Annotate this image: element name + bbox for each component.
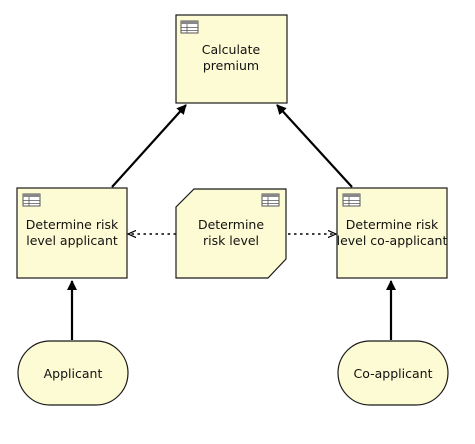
edge-risk-applicant-to-premium[interactable] — [111, 104, 187, 188]
decision-risk-level-applicant-label-line1: Determine risk — [26, 217, 119, 232]
decision-risk-level-co-applicant-label-line1: Determine risk — [346, 217, 439, 232]
decision-calculate-premium[interactable]: Calculate premium — [175, 14, 288, 104]
input-data-applicant[interactable]: Applicant — [17, 340, 129, 406]
table-icon — [342, 193, 361, 207]
decision-risk-level-co-applicant[interactable]: Determine risk level co-applicant — [336, 187, 448, 279]
input-data-applicant-label: Applicant — [44, 366, 103, 381]
table-icon — [22, 193, 41, 207]
bkm-determine-risk-level-label-line1: Determine — [198, 217, 264, 232]
decision-risk-level-applicant-label-line2: level applicant — [26, 233, 118, 248]
input-data-applicant-shape — [17, 340, 129, 406]
decision-risk-level-applicant[interactable]: Determine risk level applicant — [16, 187, 128, 279]
bkm-determine-risk-level-shape — [175, 188, 287, 279]
table-icon — [261, 193, 280, 207]
decision-risk-level-co-applicant-label-line2: level co-applicant — [337, 233, 448, 248]
input-data-co-applicant-shape — [337, 340, 449, 406]
bkm-determine-risk-level-label-line2: risk level — [203, 233, 259, 248]
decision-calculate-premium-label-line2: premium — [203, 58, 259, 73]
table-icon — [180, 20, 199, 34]
input-data-co-applicant[interactable]: Co-applicant — [337, 340, 449, 406]
bkm-determine-risk-level[interactable]: Determine risk level — [175, 188, 287, 279]
edge-risk-co-applicant-to-premium[interactable] — [276, 104, 353, 188]
input-data-co-applicant-label: Co-applicant — [354, 366, 433, 381]
decision-calculate-premium-label-line1: Calculate — [202, 42, 261, 57]
